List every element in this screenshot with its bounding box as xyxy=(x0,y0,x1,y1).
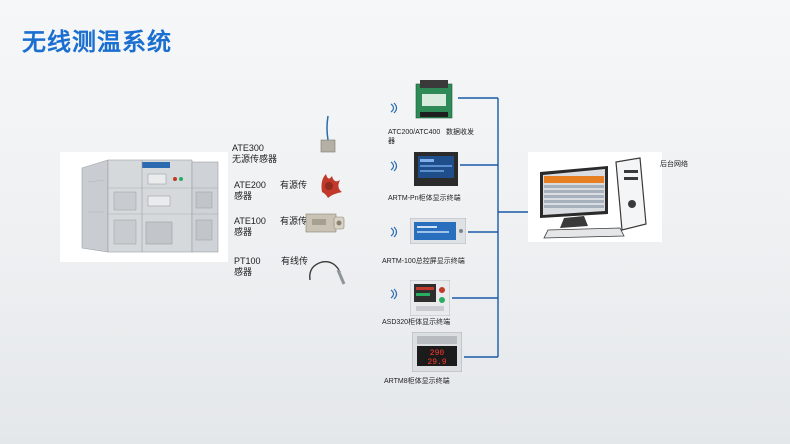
sensor-ate200-name: ATE200 xyxy=(234,180,266,190)
sensor-ate300-desc: 无源传感器 xyxy=(232,154,278,164)
sensor-ate200-desc-a: 有源传 xyxy=(280,180,308,190)
artm8-display-image: 290 29.9 xyxy=(412,332,462,372)
artm-pn-label: ARTM-Pn柜体显示终端 xyxy=(388,195,461,202)
artm8-display-bottom-value: 29.9 xyxy=(427,358,446,367)
artm-100-panel-image xyxy=(410,218,466,244)
ate100-sensor-image xyxy=(304,210,346,236)
sensor-ate300-name: ATE300 xyxy=(232,143,264,153)
atc-transceiver-image xyxy=(412,78,456,122)
sensor-pt100-desc-a: 有线传 xyxy=(281,256,309,266)
sensor-ate100-desc-b: 感器 xyxy=(234,227,253,237)
computer-label: 后台网络 xyxy=(660,161,688,168)
sensor-ate200-desc-b: 感器 xyxy=(234,191,253,201)
ate300-sensor-image xyxy=(316,114,340,158)
page-title: 无线测温系统 xyxy=(22,29,172,56)
pt100-sensor-image xyxy=(304,252,346,288)
sensor-ate100-desc-a: 有源传 xyxy=(280,216,308,226)
artm-100-label: ARTM-100总控屏显示终端 xyxy=(382,258,465,265)
asd320-display-image xyxy=(410,280,450,316)
artm8-display-top-value: 290 xyxy=(430,349,445,358)
switchgear-cabinet-image xyxy=(60,152,228,262)
artm-pn-display-image xyxy=(414,152,458,186)
sensor-pt100-desc-b: 感器 xyxy=(234,267,253,277)
sensor-ate100-name: ATE100 xyxy=(234,216,266,226)
artm8-label: ARTM8柜体显示终端 xyxy=(384,378,450,385)
computer-panel xyxy=(528,152,662,242)
wireless-signal-icon xyxy=(389,102,399,114)
atc-device-label-c: 器 xyxy=(388,138,395,145)
wireless-signal-icon xyxy=(389,160,399,172)
wireless-signal-icon xyxy=(389,226,399,238)
wireless-signal-icon xyxy=(389,288,399,300)
atc-device-label-a: ATC200/ATC400 xyxy=(388,129,441,136)
ate200-sensor-image xyxy=(312,168,346,200)
asd320-label: ASD320柜体显示终端 xyxy=(382,319,451,326)
atc-device-label-b: 数据收发 xyxy=(446,129,474,136)
sensor-pt100-name: PT100 xyxy=(234,256,261,266)
